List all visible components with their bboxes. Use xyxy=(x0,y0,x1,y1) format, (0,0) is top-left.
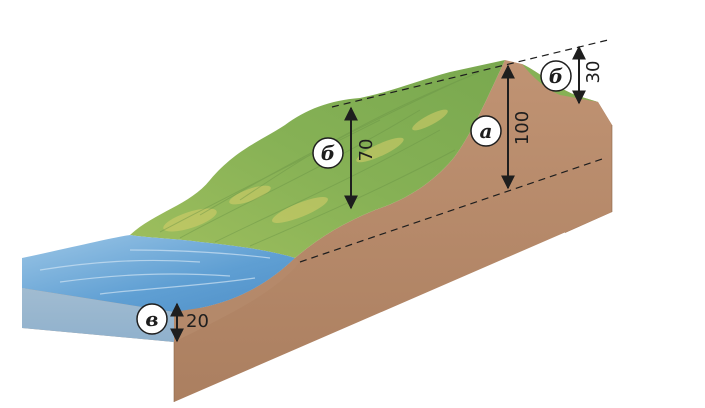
summit-vegetation xyxy=(522,64,598,102)
marker-circle-b-right xyxy=(540,60,572,92)
water-front-face-right xyxy=(174,258,300,342)
dashed-line-lower xyxy=(299,157,606,263)
marker-value-b-right: 30 xyxy=(583,61,604,84)
block-edges xyxy=(173,125,613,402)
marker-circle-a xyxy=(470,115,502,147)
vegetation-texture xyxy=(163,109,448,232)
marker-letter-v: в xyxy=(145,307,158,331)
marker-value-b-slope: 70 xyxy=(356,139,377,162)
water-front-face xyxy=(22,258,174,342)
marker-value-v: 20 xyxy=(186,311,209,332)
marker-circle-v xyxy=(136,303,168,335)
marker-circle-b-slope xyxy=(312,137,344,169)
marker-letter-b-right: б xyxy=(549,64,563,88)
water-waves xyxy=(39,249,271,295)
dashed-lines xyxy=(299,39,609,263)
slope-streaks xyxy=(159,71,481,247)
marker-letter-a: а xyxy=(480,119,493,143)
marker-value-a: 100 xyxy=(512,111,533,145)
marker-letter-b-slope: б xyxy=(321,141,335,165)
